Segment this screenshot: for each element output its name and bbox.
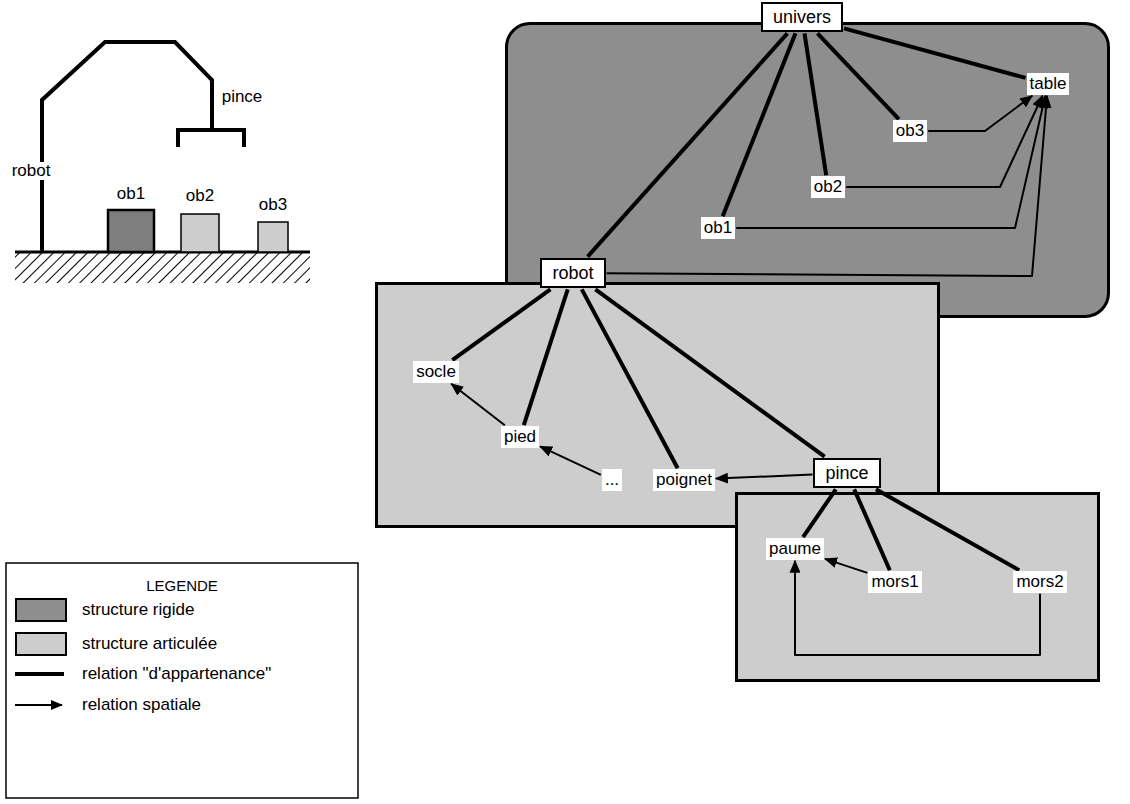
- legend-heading: LEGENDE: [144, 578, 220, 595]
- spatial-arrow: [540, 446, 601, 474]
- legend-text: relation "d'appartenance": [80, 664, 273, 684]
- legend-line-sample: [15, 672, 64, 676]
- ground-hatching: [15, 253, 310, 283]
- membership-line: [524, 289, 568, 425]
- part-label: table: [1027, 73, 1070, 95]
- part-node: paume: [766, 538, 824, 560]
- membership-line: [595, 289, 824, 456]
- membership-line: [452, 289, 550, 360]
- part-node: socle: [413, 361, 459, 383]
- legend-swatch: [15, 632, 67, 656]
- illustration-label: ob2: [184, 187, 216, 206]
- structure-region: pincepaumemors1mors2: [735, 492, 1100, 682]
- gripper-symbol: [178, 112, 246, 147]
- spatial-arrow: [846, 96, 1042, 187]
- part-node: table: [1027, 73, 1070, 95]
- part-label: ob2: [811, 176, 845, 198]
- part-node: mors1: [868, 571, 921, 593]
- part-node: ...: [602, 469, 622, 491]
- membership-line: [723, 33, 796, 216]
- spatial-arrow: [928, 96, 1032, 131]
- legend-arrow-sample: [15, 704, 62, 706]
- part-label: ob3: [893, 120, 927, 142]
- part-label: paume: [766, 538, 824, 560]
- illustration-label: pince: [220, 88, 265, 107]
- membership-line: [844, 28, 1026, 77]
- membership-line: [588, 33, 788, 256]
- part-label: ...: [602, 469, 622, 491]
- part-node: ob3: [893, 120, 927, 142]
- membership-line: [876, 489, 1019, 570]
- part-node: mors2: [1013, 571, 1066, 593]
- part-node: poignet: [653, 469, 715, 491]
- structure-heading: robot: [540, 258, 605, 289]
- membership-line: [854, 489, 890, 570]
- part-label: ob1: [701, 217, 735, 239]
- part-label: poignet: [653, 469, 715, 491]
- illustration-label: ob3: [257, 196, 289, 215]
- object-block: [181, 214, 219, 252]
- illustration-label: robot: [10, 162, 53, 181]
- object-block: [108, 210, 154, 252]
- spatial-arrow: [716, 474, 813, 478]
- part-node: ob1: [701, 217, 735, 239]
- structure-heading: univers: [761, 2, 843, 33]
- membership-line: [805, 33, 827, 175]
- part-label: socle: [413, 361, 459, 383]
- object-block: [258, 222, 288, 252]
- part-node: pied: [501, 426, 539, 448]
- legend-swatch: [15, 598, 67, 622]
- legend-frame: [6, 563, 358, 798]
- part-label: mors1: [868, 571, 921, 593]
- legend-text: structure rigide: [80, 600, 196, 620]
- part-label: pied: [501, 426, 539, 448]
- spatial-arrow: [736, 96, 1045, 228]
- part-node: ob2: [811, 176, 845, 198]
- spatial-arrow: [451, 384, 505, 425]
- spatial-arrow: [607, 96, 1048, 276]
- part-label: mors2: [1013, 571, 1066, 593]
- illustration-label: ob1: [115, 185, 147, 204]
- spatial-arrow: [795, 561, 1040, 655]
- structure-heading: pince: [813, 458, 880, 489]
- spatial-arrow: [825, 559, 867, 573]
- membership-line: [803, 489, 836, 537]
- membership-line: [582, 289, 678, 468]
- membership-line: [817, 33, 898, 119]
- legend-text: structure articulée: [80, 634, 219, 654]
- legend-text: relation spatiale: [80, 695, 203, 715]
